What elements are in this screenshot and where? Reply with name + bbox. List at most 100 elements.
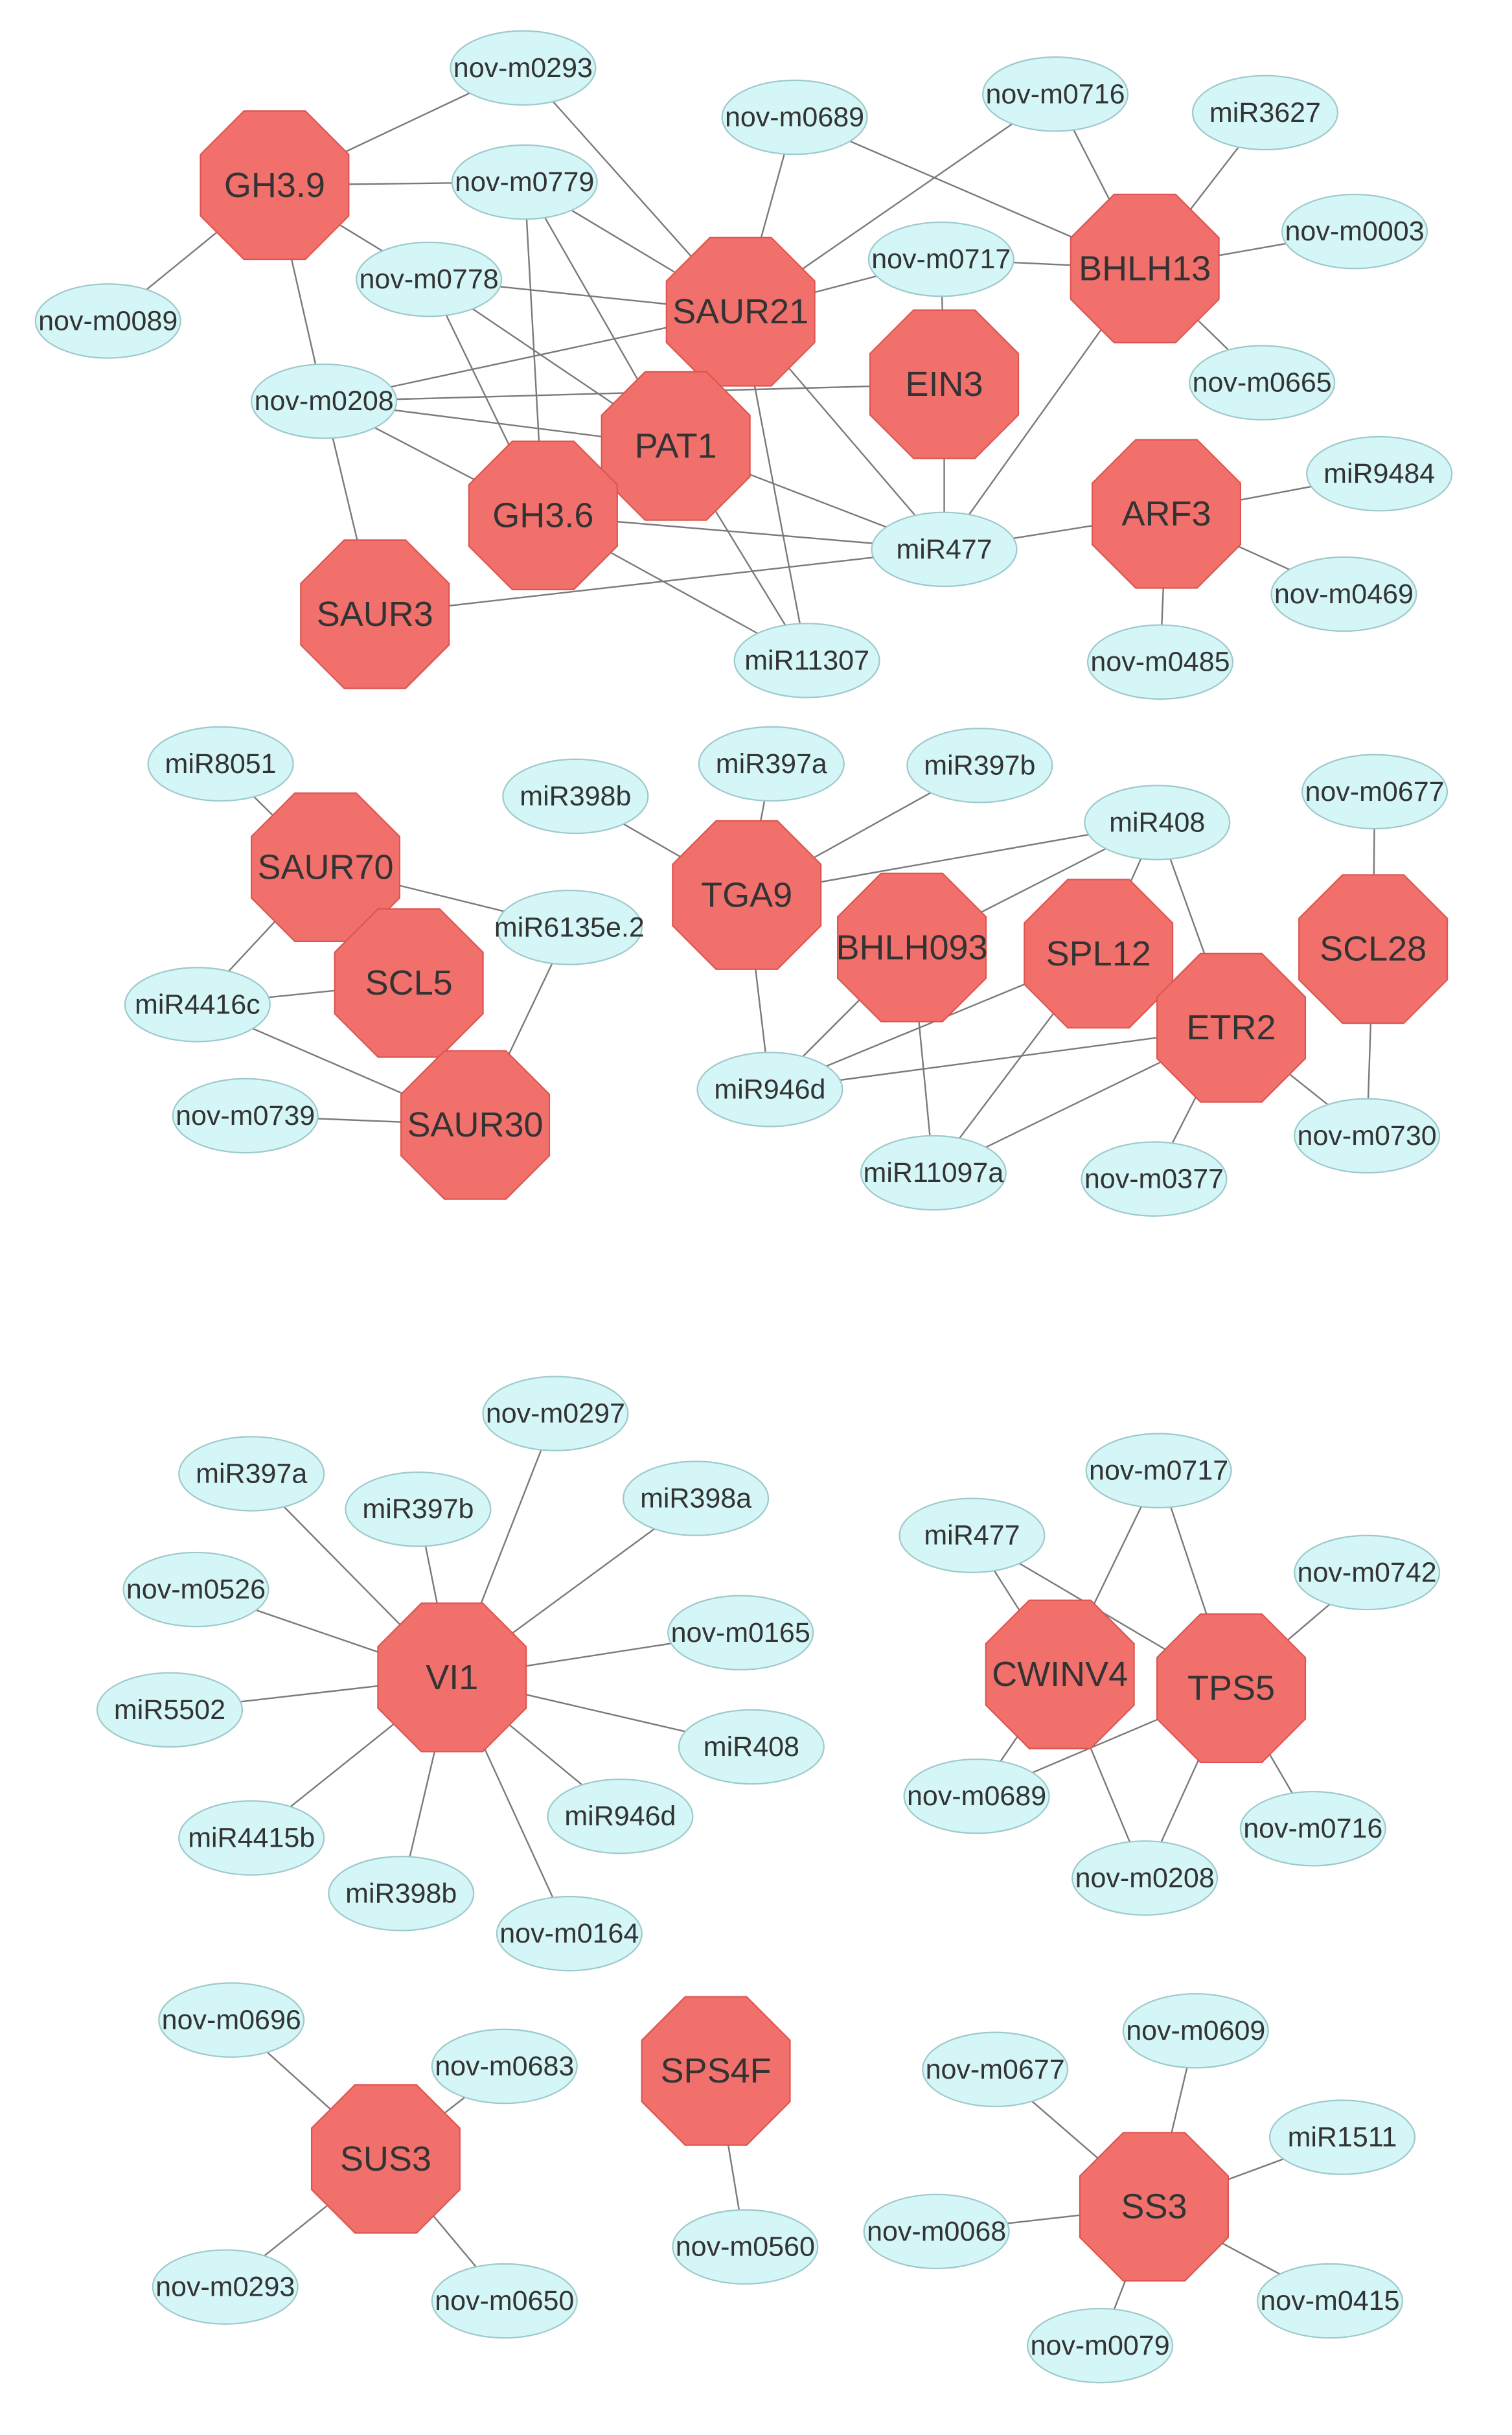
- mirna-ellipse: [733, 623, 880, 698]
- gene-node-sus3[interactable]: SUS3: [310, 2084, 461, 2234]
- mirna-node-nov-m0739[interactable]: nov-m0739: [172, 1078, 319, 1154]
- mirna-node-mir477[interactable]: miR477: [899, 1497, 1046, 1573]
- mirna-node-mir4416c[interactable]: miR4416c: [124, 967, 271, 1043]
- gene-node-vi1[interactable]: VI1: [377, 1602, 527, 1753]
- mirna-label: miR398b: [345, 1878, 457, 1909]
- gene-label: SAUR30: [407, 1105, 543, 1144]
- gene-node-saur30[interactable]: SAUR30: [400, 1050, 551, 1200]
- mirna-node-nov-m0742[interactable]: nov-m0742: [1294, 1534, 1441, 1611]
- mirna-node-mir408[interactable]: miR408: [1084, 785, 1231, 860]
- mirna-node-nov-m0293[interactable]: nov-m0293: [450, 30, 597, 106]
- gene-node-tga9[interactable]: TGA9: [672, 820, 822, 970]
- mirna-node-nov-m0089[interactable]: nov-m0089: [34, 283, 181, 359]
- mirna-node-mir398b[interactable]: miR398b: [328, 1856, 475, 1932]
- mirna-node-nov-m0683[interactable]: nov-m0683: [431, 2028, 578, 2105]
- mirna-node-nov-m0609[interactable]: nov-m0609: [1122, 1992, 1269, 2069]
- gene-node-scl28[interactable]: SCL28: [1298, 874, 1449, 1024]
- mirna-node-nov-m0293[interactable]: nov-m0293: [152, 2249, 299, 2325]
- mirna-node-mir397a[interactable]: miR397a: [178, 1436, 325, 1512]
- mirna-label: miR9484: [1323, 458, 1435, 489]
- mirna-node-mir11307[interactable]: miR11307: [733, 623, 880, 698]
- mirna-node-mir477[interactable]: miR477: [871, 511, 1018, 588]
- mirna-node-mir398a[interactable]: miR398a: [623, 1460, 770, 1536]
- mirna-node-nov-m0165[interactable]: nov-m0165: [667, 1595, 814, 1671]
- mirna-node-mir5502[interactable]: miR5502: [96, 1672, 244, 1748]
- mirna-node-nov-m0297[interactable]: nov-m0297: [482, 1376, 629, 1451]
- mirna-node-mir397b[interactable]: miR397b: [906, 728, 1053, 803]
- mirna-node-nov-m0526[interactable]: nov-m0526: [122, 1551, 269, 1628]
- mirna-node-nov-m0079[interactable]: nov-m0079: [1027, 2307, 1174, 2384]
- gene-node-gh3-9[interactable]: GH3.9: [200, 110, 350, 260]
- mirna-label: miR8051: [165, 748, 277, 779]
- mirna-node-nov-m0716[interactable]: nov-m0716: [1239, 1790, 1386, 1867]
- gene-node-spl12[interactable]: SPL12: [1024, 879, 1174, 1029]
- mirna-node-nov-m0650[interactable]: nov-m0650: [431, 2263, 578, 2339]
- mirna-node-nov-m0717[interactable]: nov-m0717: [1085, 1433, 1232, 1508]
- mirna-label: miR946d: [564, 1801, 676, 1832]
- mirna-ellipse: [496, 890, 643, 965]
- mirna-node-mir11097a[interactable]: miR11097a: [860, 1135, 1007, 1211]
- mirna-node-mir398b[interactable]: miR398b: [502, 758, 649, 835]
- mirna-node-nov-m0778[interactable]: nov-m0778: [356, 241, 503, 317]
- gene-node-bhlh13[interactable]: BHLH13: [1070, 193, 1220, 343]
- gene-node-scl5[interactable]: SCL5: [334, 908, 484, 1058]
- mirna-node-nov-m0677[interactable]: nov-m0677: [922, 2031, 1069, 2108]
- gene-node-ss3[interactable]: SS3: [1079, 2132, 1230, 2282]
- mirna-node-nov-m0469[interactable]: nov-m0469: [1270, 556, 1417, 632]
- gene-octagon: [200, 110, 350, 260]
- mirna-ellipse: [251, 363, 398, 439]
- mirna-node-mir3627[interactable]: miR3627: [1191, 75, 1338, 151]
- mirna-node-nov-m0689[interactable]: nov-m0689: [721, 79, 868, 156]
- mirna-node-nov-m0164[interactable]: nov-m0164: [496, 1895, 643, 1972]
- gene-node-sps4f[interactable]: SPS4F: [641, 1996, 791, 2146]
- gene-node-saur70[interactable]: SAUR70: [251, 792, 401, 943]
- mirna-node-nov-m0003[interactable]: nov-m0003: [1281, 193, 1428, 270]
- gene-label: SAUR70: [257, 848, 393, 886]
- mirna-ellipse: [1306, 435, 1453, 512]
- gene-node-etr2[interactable]: ETR2: [1156, 952, 1307, 1103]
- mirna-node-mir6135e-2[interactable]: miR6135e.2: [494, 890, 645, 965]
- gene-node-cwinv4[interactable]: CWINV4: [985, 1599, 1135, 1749]
- mirna-ellipse: [1189, 345, 1336, 421]
- mirna-node-mir397b[interactable]: miR397b: [345, 1471, 492, 1547]
- mirna-node-nov-m0377[interactable]: nov-m0377: [1081, 1141, 1228, 1217]
- gene-node-ein3[interactable]: EIN3: [869, 309, 1020, 459]
- mirna-ellipse: [906, 728, 1053, 803]
- gene-node-bhlh093[interactable]: BHLH093: [836, 872, 988, 1022]
- mirna-node-mir1511[interactable]: miR1511: [1268, 2099, 1416, 2175]
- mirna-node-nov-m0560[interactable]: nov-m0560: [672, 2209, 819, 2285]
- mirna-node-mir8051[interactable]: miR8051: [147, 726, 294, 802]
- mirna-node-mir397a[interactable]: miR397a: [698, 726, 845, 802]
- mirna-node-nov-m0665[interactable]: nov-m0665: [1189, 345, 1336, 421]
- mirna-node-nov-m0208[interactable]: nov-m0208: [251, 363, 398, 439]
- mirna-node-nov-m0730[interactable]: nov-m0730: [1294, 1098, 1441, 1174]
- mirna-node-nov-m0677[interactable]: nov-m0677: [1301, 754, 1449, 830]
- mirna-node-mir946d[interactable]: miR946d: [547, 1778, 694, 1854]
- mirna-label: nov-m0677: [1305, 776, 1444, 807]
- mirna-label: nov-m0665: [1193, 367, 1332, 398]
- mirna-node-nov-m0485[interactable]: nov-m0485: [1086, 624, 1234, 700]
- gene-node-tps5[interactable]: TPS5: [1156, 1613, 1307, 1763]
- gene-octagon: [985, 1599, 1135, 1749]
- gene-node-saur21[interactable]: SAUR21: [665, 237, 816, 387]
- mirna-node-nov-m0717[interactable]: nov-m0717: [867, 221, 1014, 297]
- mirna-node-nov-m0689[interactable]: nov-m0689: [903, 1758, 1050, 1834]
- gene-node-arf3[interactable]: ARF3: [1091, 439, 1242, 589]
- mirna-node-nov-m0068[interactable]: nov-m0068: [863, 2193, 1010, 2270]
- mirna-node-nov-m0716[interactable]: nov-m0716: [981, 56, 1129, 132]
- mirna-node-mir408[interactable]: miR408: [678, 1709, 825, 1785]
- gene-octagon: [869, 309, 1020, 459]
- mirna-node-nov-m0208[interactable]: nov-m0208: [1071, 1840, 1219, 1916]
- mirna-node-nov-m0696[interactable]: nov-m0696: [158, 1982, 305, 2058]
- mirna-node-mir946d[interactable]: miR946d: [696, 1052, 843, 1127]
- gene-node-pat1[interactable]: PAT1: [601, 371, 751, 521]
- mirna-ellipse: [450, 30, 597, 106]
- mirna-ellipse: [1071, 1840, 1219, 1916]
- mirna-node-mir4415b[interactable]: miR4415b: [178, 1800, 325, 1876]
- gene-node-saur3[interactable]: SAUR3: [300, 539, 450, 689]
- mirna-node-nov-m0415[interactable]: nov-m0415: [1256, 2263, 1404, 2339]
- mirna-node-mir9484[interactable]: miR9484: [1306, 435, 1453, 512]
- mirna-node-nov-m0779[interactable]: nov-m0779: [451, 144, 598, 220]
- gene-label: CWINV4: [992, 1655, 1128, 1694]
- gene-node-gh3-6[interactable]: GH3.6: [468, 440, 618, 591]
